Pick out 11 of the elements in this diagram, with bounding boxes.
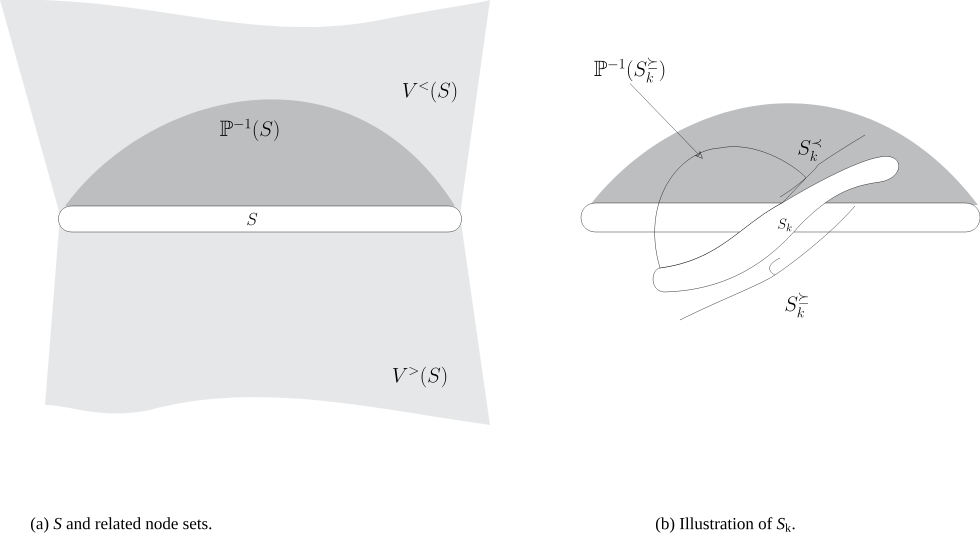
caption: (a) S and related node sets. <box>30 517 212 533</box>
set-label: $\mathbb{P}^{-1}(S_k^{\succeq})$ <box>594 58 664 82</box>
caption: (b) Illustration of S$_{k}$. <box>656 517 795 533</box>
region-label: $V^{>}(S)$ <box>393 366 446 388</box>
strip-label: $S$ <box>247 212 258 226</box>
arrow <box>630 83 703 159</box>
set-label: $S_k$ <box>778 218 792 232</box>
region-label: $\mathbb{P}^{-1}(S)$ <box>220 118 278 141</box>
set-label: $S_k^{\succeq}$ <box>785 292 808 318</box>
set-label: $S_k^{\prec}$ <box>798 139 821 162</box>
region-label: $V^{<}(S)$ <box>403 82 456 102</box>
